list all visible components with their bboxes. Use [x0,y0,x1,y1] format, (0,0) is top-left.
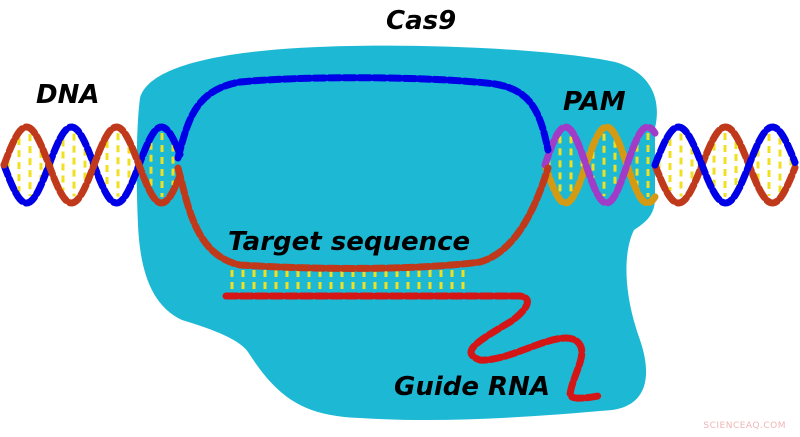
target-sequence-label: Target sequence [228,227,471,257]
pam-label: PAM [563,87,626,117]
cas9-label: Cas9 [386,6,457,36]
pam-gold-strand [541,123,659,207]
right-helix-blue-strand [651,123,799,207]
guide-rna-label: Guide RNA [394,372,550,402]
guide-rna-strand [222,292,602,402]
target-strand [174,164,552,272]
cas9-protein-blob [136,45,657,421]
right-helix-red-strand [651,123,799,207]
pam-purple-strand [541,123,659,207]
non-target-strand [174,74,552,162]
left-helix-red-strand [0,123,184,207]
watermark: SCIENCEAQ.COM [703,421,786,431]
dna-helix [0,123,799,207]
target-base-pairs [230,270,465,292]
left-helix-blue-strand [0,123,184,207]
dna-label: DNA [36,80,100,110]
